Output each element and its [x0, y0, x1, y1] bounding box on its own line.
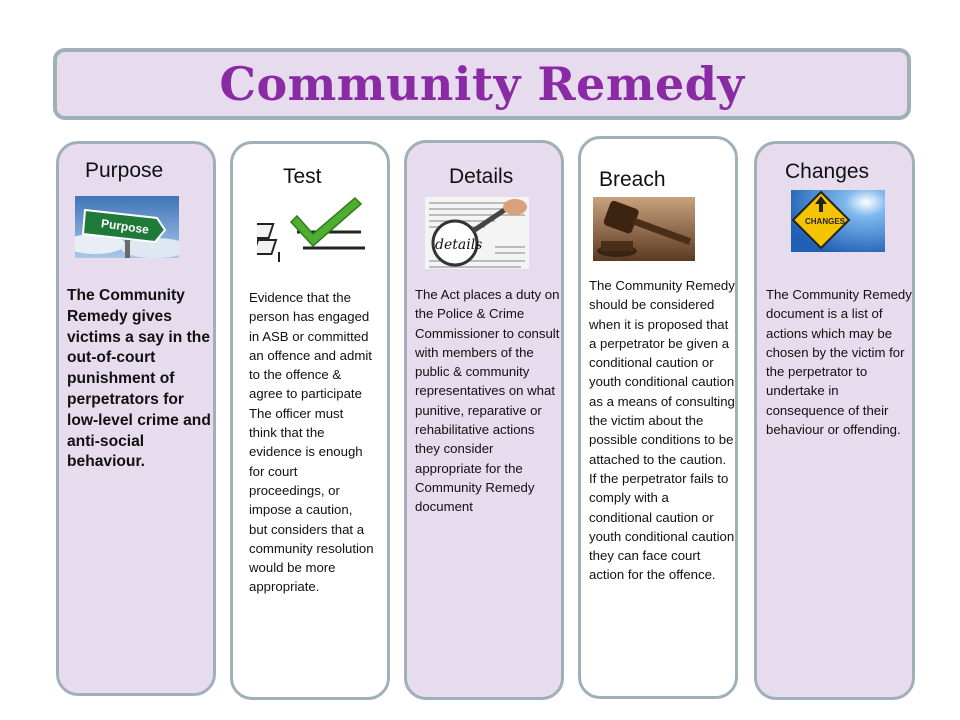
title-banner: Community Remedy: [53, 48, 911, 120]
breach-text: The Community Remedy should be considere…: [589, 278, 735, 583]
svg-text:Purpose: Purpose: [100, 216, 150, 237]
purpose-heading: Purpose: [85, 159, 164, 182]
details-card: Details details The Act places a duty on…: [404, 140, 564, 700]
test-card: Test Evidence that the person has engage…: [230, 141, 390, 700]
breach-heading: Breach: [599, 168, 666, 191]
details-text: The Act places a duty on the Police & Cr…: [415, 287, 560, 515]
page-title: Community Remedy: [219, 57, 745, 111]
gavel-icon: [593, 197, 695, 261]
changes-heading: Changes: [785, 160, 870, 183]
details-heading: Details: [449, 165, 514, 188]
changes-text: The Community Remedy document is a list …: [766, 287, 912, 438]
checklist-tick-icon: [257, 194, 367, 264]
magnifier-details-icon: details: [425, 197, 529, 269]
changes-road-sign-icon: CHANGES: [791, 190, 885, 252]
purpose-card: Purpose Purpose The Community Remedy giv…: [56, 141, 216, 696]
breach-card: Breach The Community Remedy should be co…: [578, 136, 738, 699]
purpose-text: The Community Remedy gives victims a say…: [67, 287, 211, 471]
test-text: Evidence that the person has engaged in …: [249, 290, 374, 595]
purpose-sign-icon: Purpose: [75, 196, 179, 258]
changes-card: Changes CHANGES The Community Remedy doc…: [754, 141, 915, 700]
test-heading: Test: [283, 165, 322, 188]
svg-text:details: details: [435, 237, 482, 253]
svg-text:CHANGES: CHANGES: [805, 217, 846, 226]
